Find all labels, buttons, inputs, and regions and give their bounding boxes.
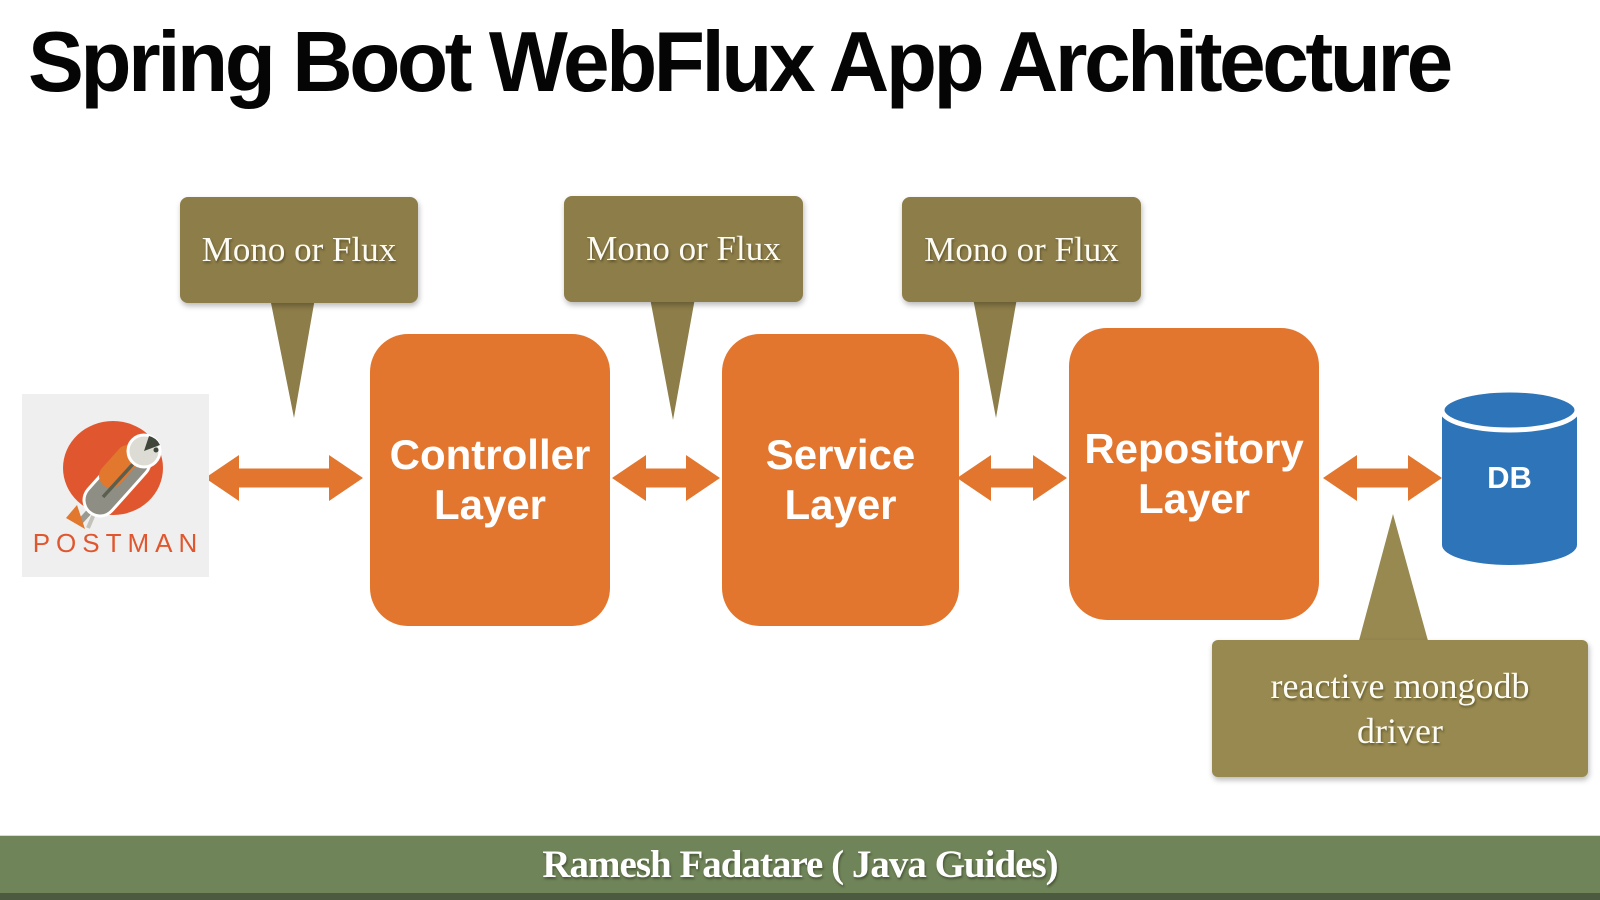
double-arrow-postman-controller — [205, 455, 363, 501]
callout-label: reactive mongodb driver — [1270, 665, 1530, 751]
callout-mono-or-flux-3: Mono or Flux — [902, 197, 1141, 302]
double-arrow-service-repository — [957, 455, 1067, 501]
callout-tail-1 — [270, 298, 315, 418]
controller-layer-box: Controller Layer — [370, 334, 610, 626]
callout-label: Mono or Flux — [924, 229, 1119, 269]
double-arrow-controller-service — [612, 455, 720, 501]
footer-attribution: Ramesh Fadatare ( Java Guides) — [542, 843, 1058, 886]
footer-bar: Ramesh Fadatare ( Java Guides) — [0, 835, 1600, 900]
database-icon: DB — [1439, 387, 1580, 565]
postman-label: POSTMAN — [32, 528, 204, 558]
postman-logo-icon — [63, 421, 163, 529]
callout-mono-or-flux-2: Mono or Flux — [564, 196, 803, 302]
callout-label: Mono or Flux — [201, 230, 397, 270]
postman-client — [22, 394, 209, 577]
callout-tail-2 — [650, 298, 695, 420]
service-layer-label: Service Layer — [765, 430, 916, 528]
service-layer-box: Service Layer — [722, 334, 959, 626]
callout-tail-driver — [1357, 514, 1430, 648]
page-title: Spring Boot WebFlux App Architecture — [28, 15, 1453, 110]
repository-layer-label: Repository Layer — [1084, 424, 1304, 522]
double-arrow-repository-db — [1323, 455, 1442, 501]
callout-label: Mono or Flux — [586, 229, 781, 269]
callout-mono-or-flux-1: Mono or Flux — [180, 197, 418, 303]
controller-layer-label: Controller Layer — [389, 430, 591, 528]
callout-reactive-mongodb-driver: reactive mongodb driver — [1212, 640, 1588, 777]
db-label: DB — [1487, 460, 1532, 495]
repository-layer-box: Repository Layer — [1069, 328, 1319, 620]
callout-tail-3 — [973, 298, 1017, 418]
